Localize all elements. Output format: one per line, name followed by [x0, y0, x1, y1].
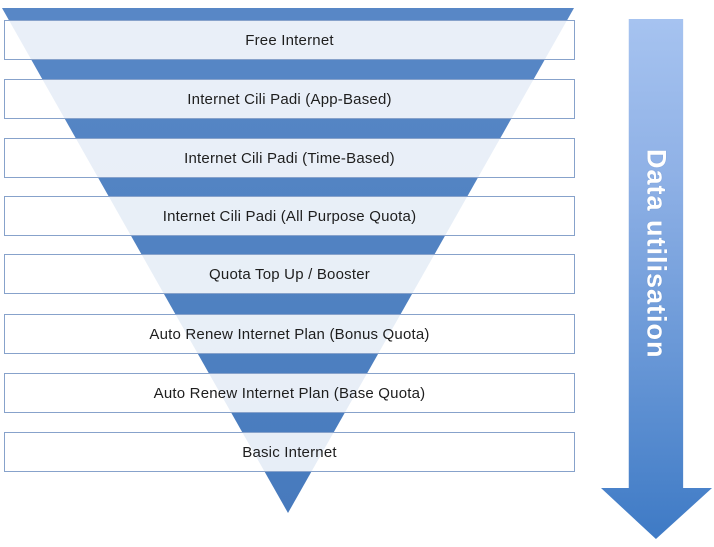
funnel-level-label: Internet Cili Padi (All Purpose Quota) [162, 207, 417, 225]
funnel-level-free-internet: Free Internet [4, 20, 575, 60]
funnel-level-auto-renew-bonus-quota: Auto Renew Internet Plan (Bonus Quota) [4, 314, 575, 354]
arrow-label-box: Data utilisation [629, 19, 683, 488]
funnel-level-label: Internet Cili Padi (Time-Based) [184, 149, 395, 167]
funnel-level-label: Quota Top Up / Booster [209, 265, 370, 283]
funnel-level-label: Internet Cili Padi (App-Based) [187, 90, 392, 108]
funnel-level-label: Auto Renew Internet Plan (Bonus Quota) [149, 325, 430, 343]
funnel: Free Internet Internet Cili Padi (App-Ba… [2, 8, 575, 513]
funnel-level-cili-padi-time-based: Internet Cili Padi (Time-Based) [4, 138, 575, 178]
funnel-level-label: Free Internet [245, 31, 334, 49]
funnel-level-quota-top-up-booster: Quota Top Up / Booster [4, 254, 575, 294]
funnel-level-label: Auto Renew Internet Plan (Base Quota) [153, 384, 426, 402]
funnel-level-label: Basic Internet [242, 443, 337, 461]
funnel-level-cili-padi-app-based: Internet Cili Padi (App-Based) [4, 79, 575, 119]
funnel-level-basic-internet: Basic Internet [4, 432, 575, 472]
funnel-level-cili-padi-all-purpose-quota: Internet Cili Padi (All Purpose Quota) [4, 196, 575, 236]
funnel-level-auto-renew-base-quota: Auto Renew Internet Plan (Base Quota) [4, 373, 575, 413]
arrow-label: Data utilisation [641, 148, 672, 359]
